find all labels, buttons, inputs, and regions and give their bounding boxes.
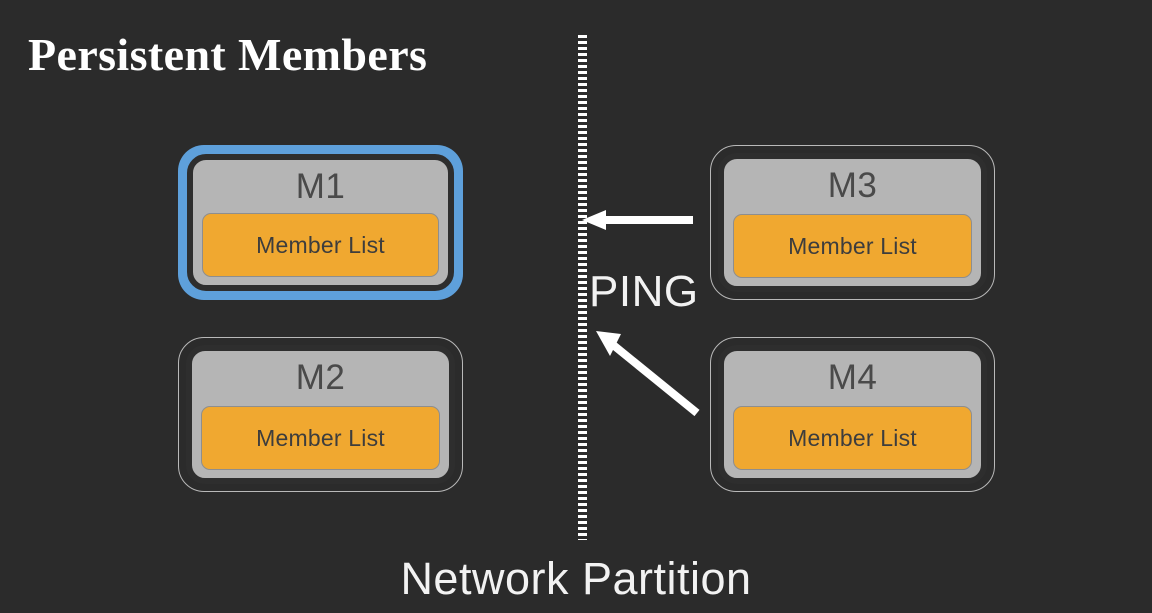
member-list-label: Member List — [788, 424, 917, 451]
member-list-label: Member List — [256, 232, 385, 258]
member-node-m2[interactable]: M2 Member List — [178, 337, 463, 492]
member-list-label: Member List — [256, 424, 385, 451]
member-node-label: M3 — [827, 166, 878, 206]
member-node-body: M4 Member List — [718, 345, 987, 484]
member-list-label: Member List — [788, 232, 917, 259]
ping-arrow-m3-icon — [582, 210, 693, 230]
member-node-m3[interactable]: M3 Member List — [710, 145, 995, 300]
member-node-label: M2 — [295, 358, 346, 398]
ping-annotation-label: PING — [589, 267, 699, 316]
member-node-body: M2 Member List — [186, 345, 455, 484]
member-node-body: M3 Member List — [718, 153, 987, 292]
network-partition-caption: Network Partition — [400, 553, 752, 604]
member-node-label: M4 — [827, 358, 878, 398]
member-list-box[interactable]: Member List — [202, 213, 439, 277]
member-node-label: M1 — [295, 167, 346, 206]
member-node-m1[interactable]: M1 Member List — [178, 145, 463, 300]
member-list-box[interactable]: Member List — [733, 213, 972, 278]
network-partition-divider — [578, 35, 587, 540]
member-node-m4[interactable]: M4 Member List — [710, 337, 995, 492]
member-list-box[interactable]: Member List — [201, 405, 440, 470]
page-title: Persistent Members — [28, 29, 428, 80]
member-node-body: M1 Member List — [187, 154, 454, 291]
ping-arrow-m4-icon — [596, 331, 700, 417]
member-list-box[interactable]: Member List — [733, 405, 972, 470]
